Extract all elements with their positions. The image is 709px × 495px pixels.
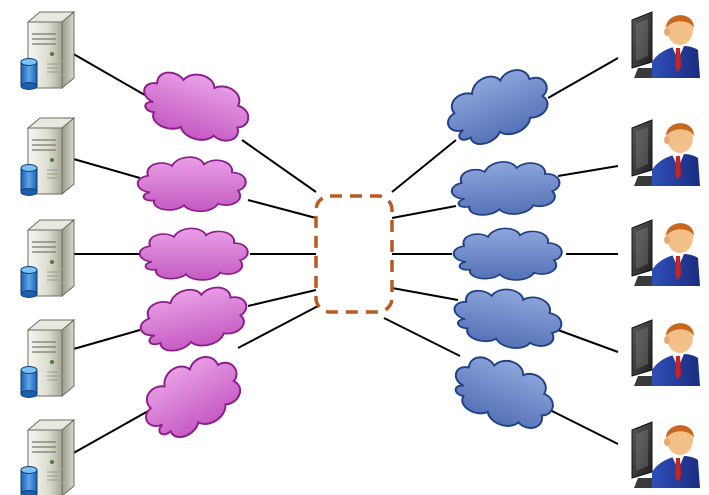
database-server-icon bbox=[20, 319, 75, 399]
center-hub-box bbox=[314, 194, 394, 314]
database-server-icon bbox=[20, 219, 75, 299]
network-cloud-icon bbox=[138, 227, 249, 281]
link-line bbox=[557, 329, 619, 353]
link-line bbox=[391, 139, 457, 193]
network-cloud-icon bbox=[136, 156, 247, 213]
network-cloud-icon bbox=[129, 341, 254, 452]
link-line bbox=[69, 409, 151, 456]
link-line bbox=[247, 289, 317, 307]
database-server-icon bbox=[20, 419, 75, 495]
center-hub-outline bbox=[314, 194, 394, 314]
link-line bbox=[557, 165, 619, 177]
network-cloud-icon bbox=[452, 227, 563, 281]
user-at-computer-icon bbox=[631, 119, 701, 187]
network-cloud-icon bbox=[448, 279, 567, 357]
link-line bbox=[241, 139, 317, 193]
right-cloud-group bbox=[436, 56, 567, 442]
network-cloud-icon bbox=[443, 342, 564, 442]
link-line bbox=[383, 317, 461, 357]
left-cloud-group bbox=[129, 58, 258, 452]
user-at-computer-icon bbox=[631, 421, 701, 489]
link-line bbox=[69, 329, 141, 351]
link-line bbox=[69, 51, 151, 99]
link-line bbox=[549, 409, 619, 445]
user-column bbox=[631, 11, 701, 489]
network-cloud-icon bbox=[133, 277, 254, 359]
user-at-computer-icon bbox=[631, 219, 701, 287]
user-at-computer-icon bbox=[631, 11, 701, 79]
link-line bbox=[237, 305, 319, 349]
link-line bbox=[547, 57, 619, 99]
network-cloud-icon bbox=[449, 157, 563, 220]
user-at-computer-icon bbox=[631, 319, 701, 387]
link-line bbox=[247, 199, 317, 219]
link-line bbox=[391, 287, 459, 301]
database-server-icon bbox=[20, 117, 75, 197]
connection-lines bbox=[69, 51, 619, 456]
network-cloud-icon bbox=[133, 58, 258, 154]
database-server-icon bbox=[20, 11, 75, 91]
link-line bbox=[391, 205, 457, 219]
link-line bbox=[69, 157, 141, 179]
server-column bbox=[20, 11, 75, 495]
